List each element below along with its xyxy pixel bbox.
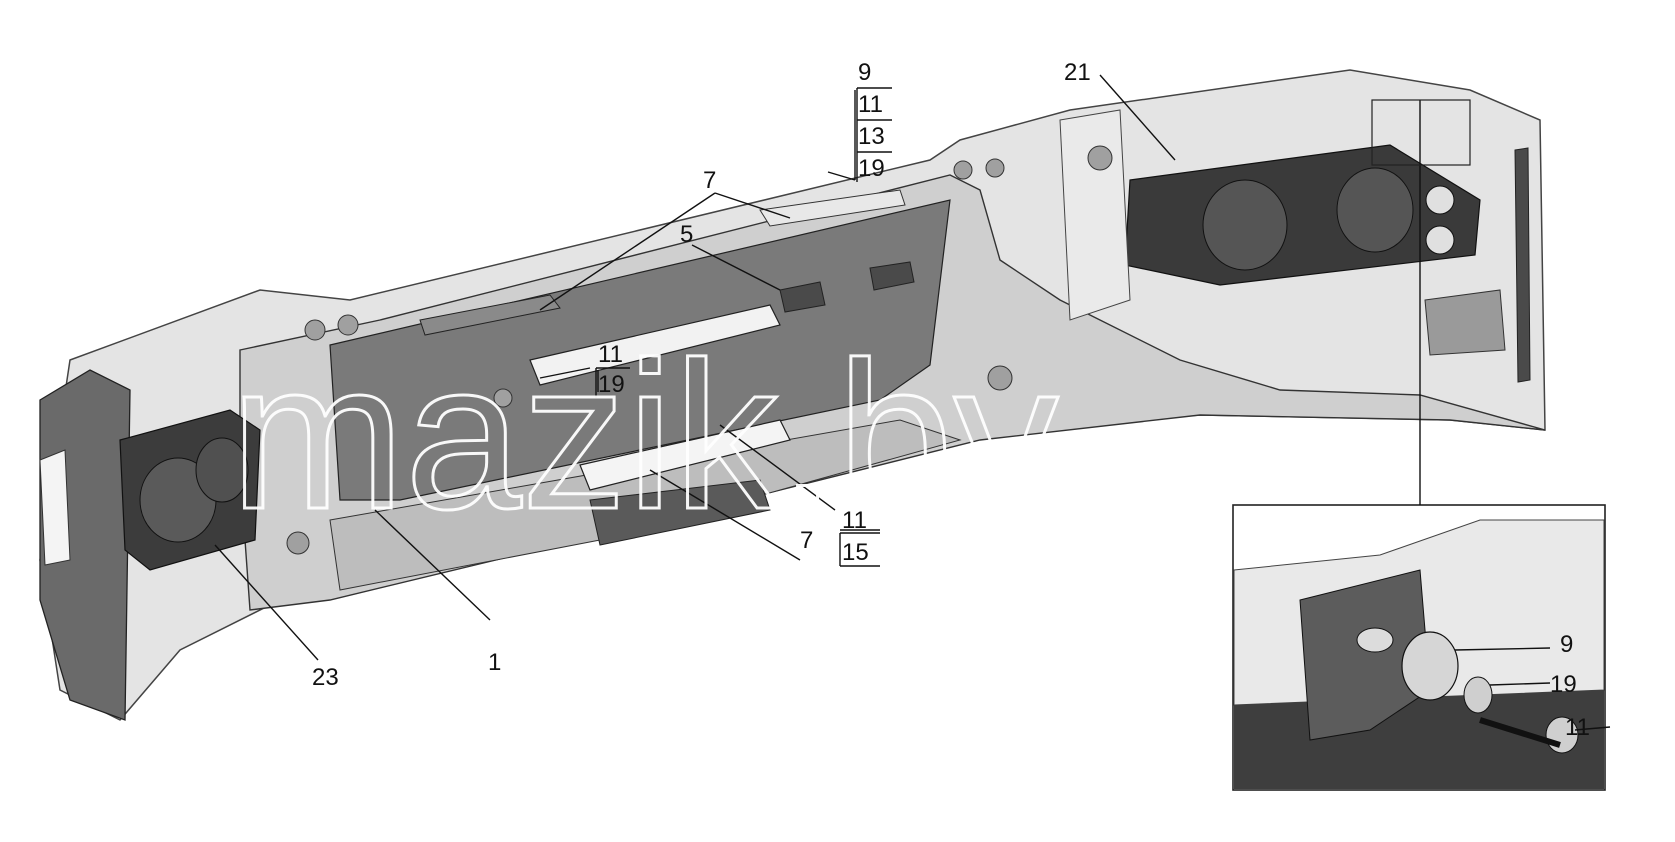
inset-washer — [1401, 631, 1459, 701]
leader-lines — [214, 74, 1176, 661]
bracket-right — [869, 261, 915, 291]
callout-1: 1 — [488, 649, 501, 676]
callout-bracket-top — [856, 87, 892, 182]
callout-21: 21 — [1064, 59, 1091, 86]
callout-15: 15 — [842, 539, 869, 566]
upper-slot — [529, 304, 781, 386]
left-end-lens — [39, 449, 71, 566]
tow-plate — [589, 479, 771, 546]
right-inner-panel — [1059, 109, 1131, 321]
callout-5: 5 — [680, 221, 693, 248]
callout-19-inset: 19 — [1550, 671, 1577, 698]
detail-inset — [1232, 99, 1611, 791]
callout-9-top: 9 — [858, 59, 871, 86]
callout-9-inset: 9 — [1560, 631, 1573, 658]
callout-11-inset: 11 — [1565, 714, 1590, 741]
top-plate — [759, 189, 906, 227]
bracket-left — [779, 281, 826, 313]
callout-labels: 9 11 13 19 7 5 11 19 11 15 7 1 23 21 9 1… — [312, 59, 1590, 741]
callout-11-bottom: 11 — [842, 507, 867, 534]
callout-bracket-bottom — [839, 532, 880, 567]
right-bracket-plate — [1424, 289, 1506, 356]
inset-lock-washer — [1463, 676, 1493, 714]
top-grille — [419, 294, 561, 336]
watermark-logo: mazik.by — [230, 318, 1059, 553]
callout-7-bottom: 7 — [800, 527, 813, 554]
callout-13: 13 — [858, 123, 885, 150]
bumper-assembly — [39, 69, 1546, 721]
callout-11-mid: 11 — [598, 341, 623, 368]
callout-bracket-mid — [595, 367, 630, 398]
mounting-holes — [286, 145, 1113, 555]
right-headlight — [1124, 144, 1481, 286]
left-headlight — [119, 409, 261, 571]
callout-11-top: 11 — [858, 91, 883, 118]
callout-23: 23 — [312, 664, 339, 691]
callout-19-mid: 19 — [598, 371, 625, 398]
callout-7-top: 7 — [703, 167, 716, 194]
right-side-strip — [1514, 147, 1531, 383]
callout-19-top: 19 — [858, 155, 885, 182]
inset-bracket — [1299, 569, 1431, 741]
